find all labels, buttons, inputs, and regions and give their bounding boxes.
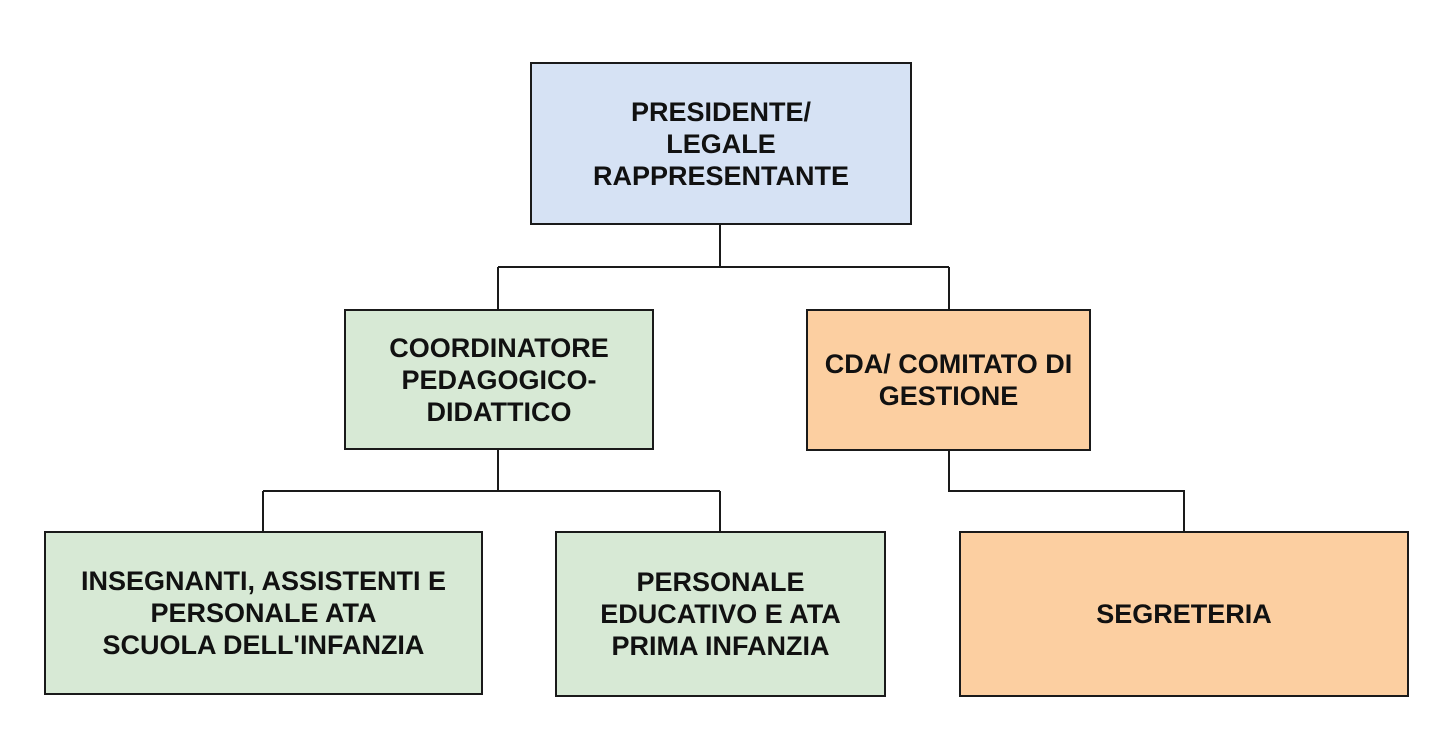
cda-box: CDA/ COMITATO DI GESTIONE [806, 309, 1091, 451]
coordinatore-label-line-3: DIDATTICO [426, 396, 572, 427]
coordinatore-label-line-2: PEDAGOGICO- [401, 364, 597, 395]
connector-coordinatore-to-staff [262, 450, 721, 531]
personale-label-line-2: EDUCATIVO E ATA [600, 599, 841, 629]
cda-label-line-2: GESTIONE [878, 381, 1019, 411]
personale-label-line-3: PRIMA INFANZIA [611, 631, 830, 661]
connector-cda-to-segreteria [948, 451, 1185, 531]
coordinatore-label-line-1: COORDINATORE [389, 332, 609, 363]
personale-box: PERSONALE EDUCATIVO E ATA PRIMA INFANZIA [555, 531, 886, 697]
insegnanti-label-line-1: INSEGNANTI, ASSISTENTI E [80, 566, 447, 596]
presidente-label-line-1: PRESIDENTE/ [630, 96, 812, 127]
insegnanti-label-line-2: PERSONALE ATA [150, 598, 377, 628]
presidente-label-line-2: LEGALE [666, 128, 776, 159]
coordinatore-box: COORDINATORE PEDAGOGICO- DIDATTICO [344, 309, 654, 450]
presidente-label-line-3: RAPPRESENTANTE [592, 160, 850, 191]
insegnanti-box: INSEGNANTI, ASSISTENTI E PERSONALE ATA S… [44, 531, 483, 695]
insegnanti-label-line-3: SCUOLA DELL'INFANZIA [102, 630, 425, 660]
segreteria-label-line-1: SEGRETERIA [1096, 599, 1272, 629]
segreteria-box: SEGRETERIA [959, 531, 1409, 697]
presidente-box: PRESIDENTE/ LEGALE RAPPRESENTANTE [530, 62, 912, 225]
personale-label-line-1: PERSONALE [636, 567, 805, 597]
cda-label-line-1: CDA/ COMITATO DI [824, 349, 1073, 379]
connector-presidente-to-level2 [497, 225, 950, 309]
